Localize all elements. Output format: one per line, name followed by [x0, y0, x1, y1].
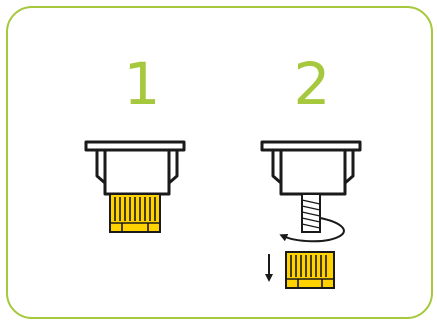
rotate-arrow-icon: [279, 217, 345, 243]
step-2-number: 2: [293, 50, 331, 118]
step-1-illustration: [84, 140, 186, 233]
threaded-post-icon: [301, 193, 321, 233]
connector-housing-icon: [84, 140, 186, 196]
diagram-frame: [6, 6, 433, 319]
yellow-connector-icon: [109, 193, 161, 233]
connector-housing-icon: [260, 140, 362, 196]
step-1-number: 1: [123, 50, 161, 118]
step-2-illustration: [260, 140, 362, 289]
yellow-connector-icon: [285, 251, 335, 289]
